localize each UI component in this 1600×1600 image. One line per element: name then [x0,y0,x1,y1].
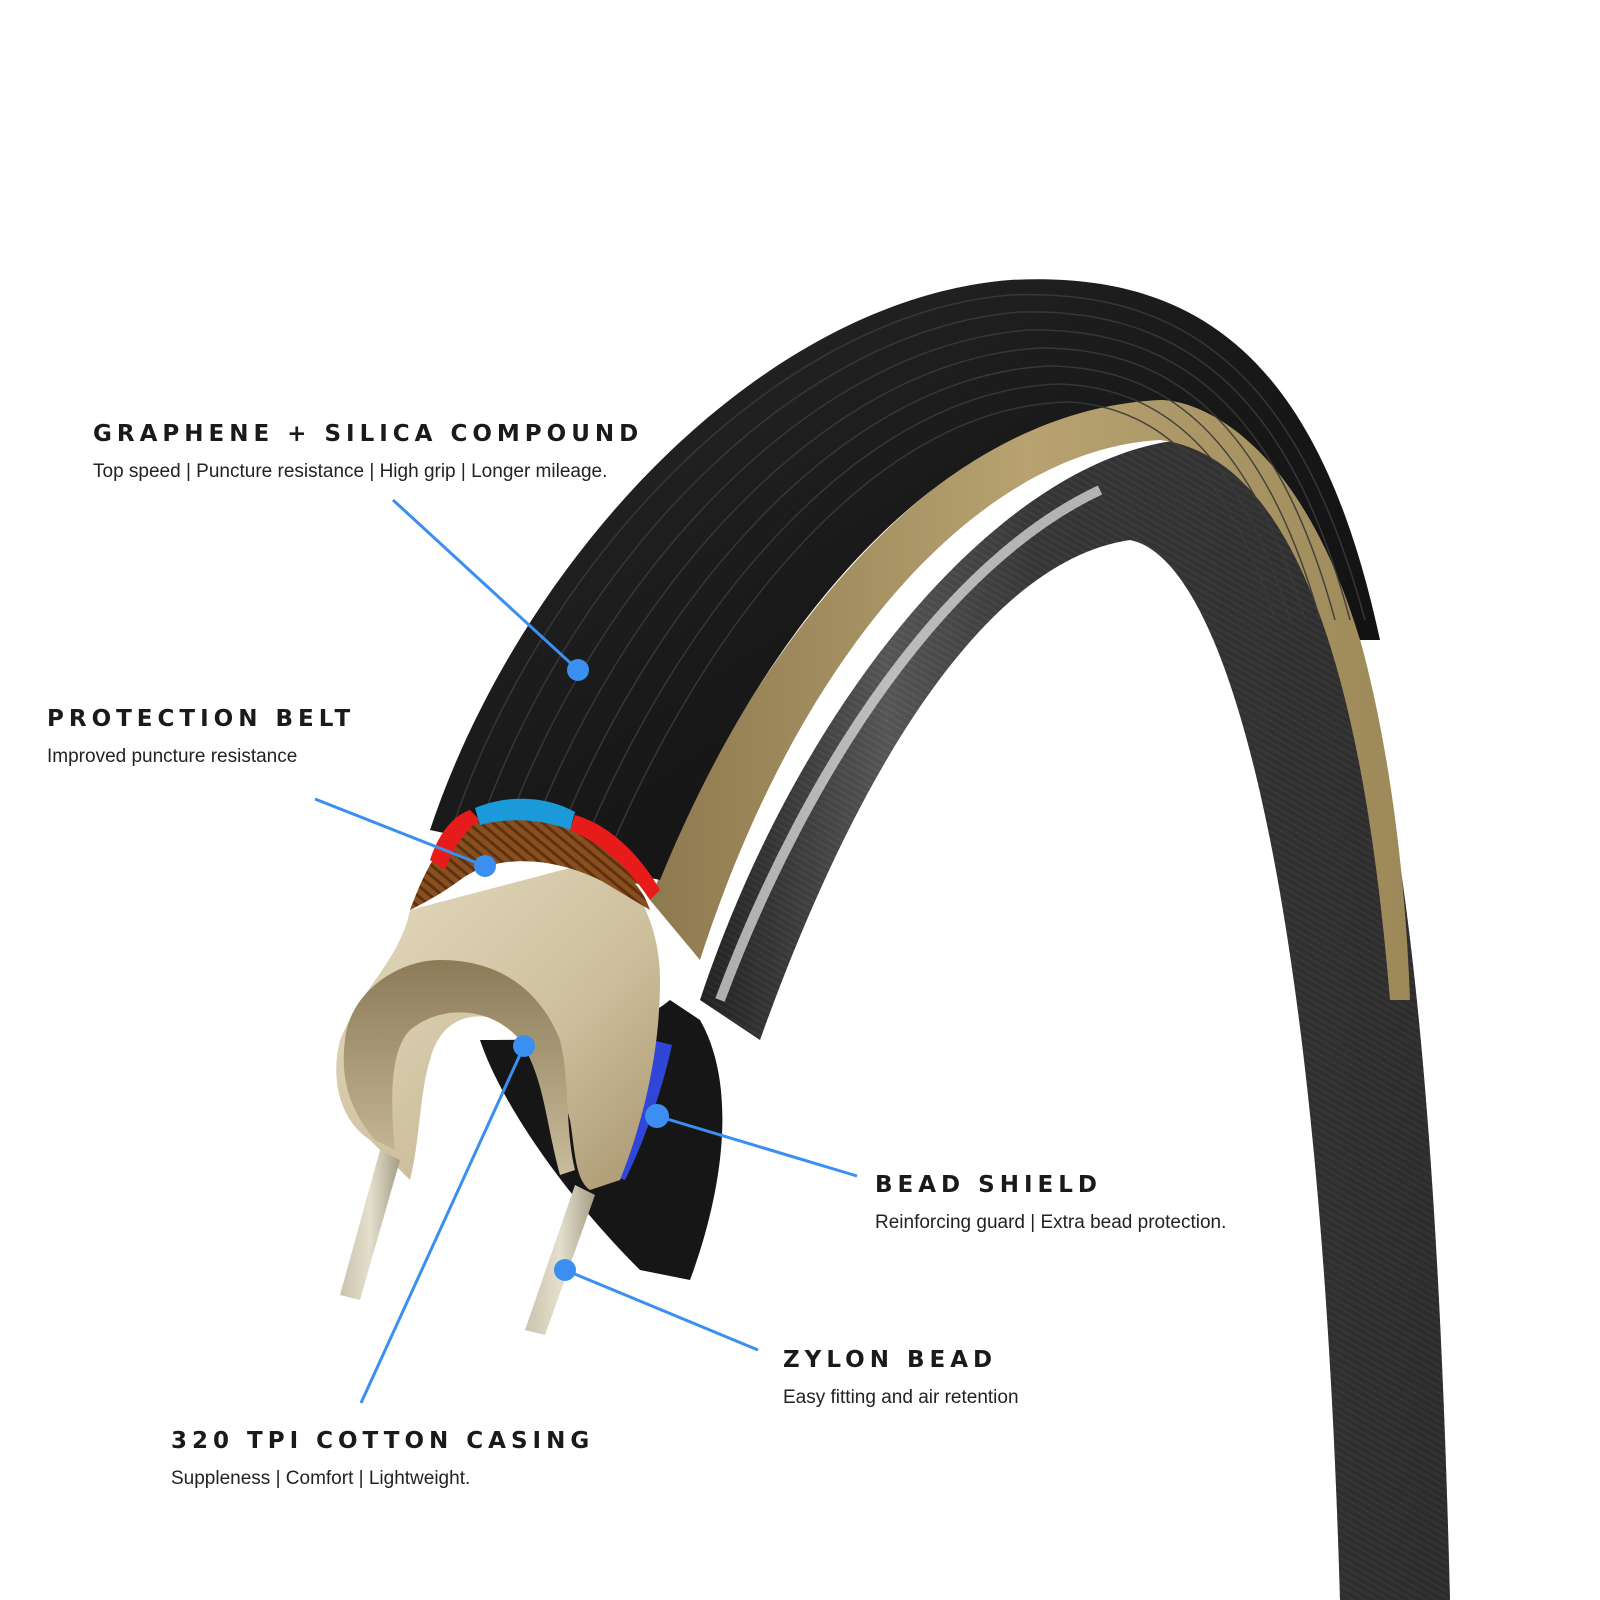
bead-wire-left [340,1150,400,1300]
callout-description: Improved puncture resistance [47,746,298,767]
callout-graphene-silica-compound: GRAPHENE + SILICA COMPOUND Top speed | P… [93,421,643,483]
callout-description: Top speed | Puncture resistance | High g… [93,461,608,482]
callout-title: PROTECTION BELT [47,706,356,732]
callout-description: Reinforcing guard | Extra bead protectio… [875,1212,1227,1233]
graphene-leader-dot [567,659,589,681]
bead-wire-right [525,1185,595,1335]
tread [430,279,1380,881]
callout-cotton-casing: 320 TPI COTTON CASING Suppleness | Comfo… [171,1428,594,1490]
callout-protection-belt: PROTECTION BELT Improved puncture resist… [47,706,355,768]
callout-zylon-bead: ZYLON BEAD Easy fitting and air retentio… [783,1347,1019,1409]
callout-description: Suppleness | Comfort | Lightweight. [171,1468,471,1489]
callout-bead-shield: BEAD SHIELD Reinforcing guard | Extra be… [875,1172,1226,1234]
callout-description: Easy fitting and air retention [783,1387,1019,1408]
bead-shield-leader-dot [645,1104,669,1128]
callout-title: BEAD SHIELD [875,1172,1102,1198]
callout-title: ZYLON BEAD [783,1347,998,1373]
cotton-casing-inner [343,960,575,1175]
tan-sidewall [650,390,1410,1000]
callout-title: GRAPHENE + SILICA COMPOUND [93,421,644,447]
zylon-leader-dot [554,1259,576,1281]
belt-leader-dot [474,855,496,877]
cotton-casing-outer [336,860,660,1190]
casing-leader-dot [513,1035,535,1057]
callout-title: 320 TPI COTTON CASING [171,1428,595,1454]
